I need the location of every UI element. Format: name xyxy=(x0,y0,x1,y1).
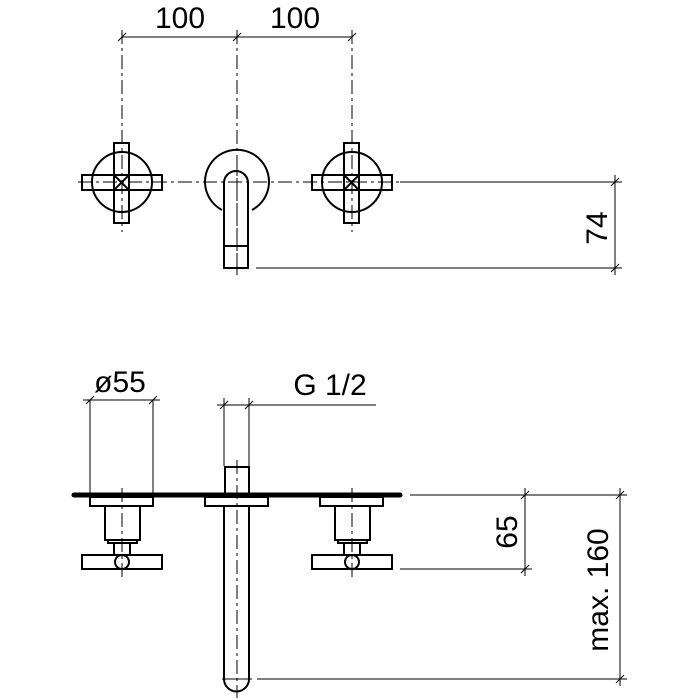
left-handle-front xyxy=(81,488,163,577)
dim-spout-offset: 74 xyxy=(581,211,614,244)
right-handle-front xyxy=(311,488,393,577)
dim-handle-projection: 65 xyxy=(491,515,524,548)
dim-thread: G 1/2 xyxy=(293,369,366,402)
dim-spout-projection: max. 160 xyxy=(582,528,615,651)
spout-front xyxy=(204,460,269,698)
top-view: 100 100 74 xyxy=(78,2,622,275)
dim-handle-diameter: ø55 xyxy=(94,366,146,399)
dim-spacing-left: 100 xyxy=(155,2,205,35)
spout-top xyxy=(204,148,270,275)
front-view: ø55 G 1/2 65 max. 160 xyxy=(71,366,627,698)
dim-spacing-right: 100 xyxy=(270,2,320,35)
left-handle-top xyxy=(81,142,163,224)
right-handle-top xyxy=(311,142,393,224)
